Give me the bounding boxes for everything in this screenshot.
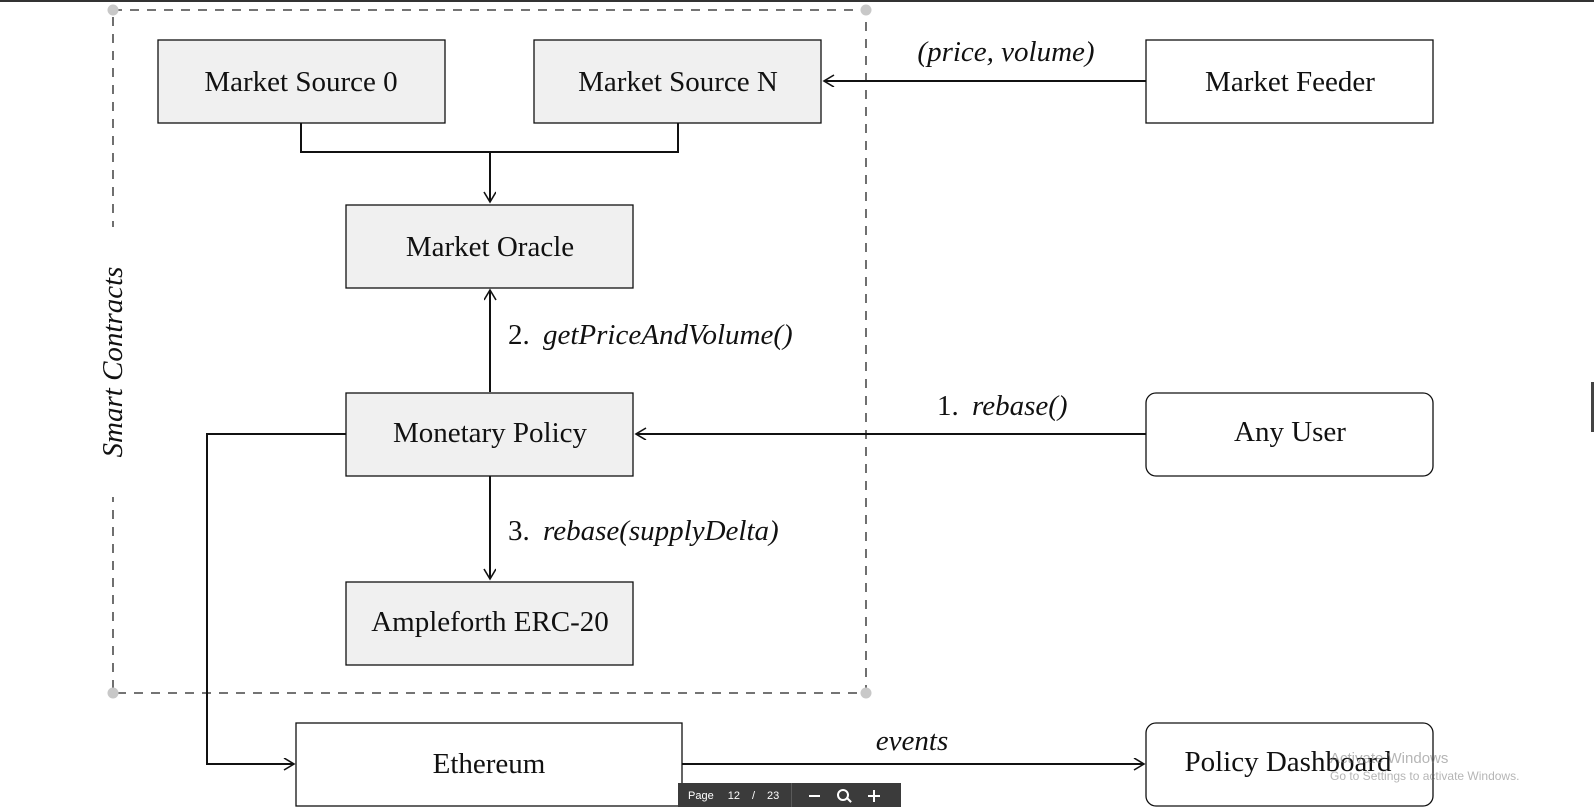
node-monetary-policy[interactable]: Monetary Policy [345,392,634,477]
node-ampleforth-erc20[interactable]: Ampleforth ERC-20 [345,581,634,666]
total-pages: 23 [767,790,780,802]
ethereum-label: Ethereum [433,748,546,780]
smart-contracts-boundary [112,9,867,694]
edges [206,81,1146,764]
zoom-out-button[interactable] [802,783,826,807]
group-label-mask [90,227,132,497]
page-separator: / [751,790,756,802]
zoom-fit-button[interactable] [832,783,856,807]
events-label: events [876,725,948,757]
node-market-source-n[interactable]: Market Source N [533,39,822,124]
smart-contracts-group: Smart Contracts [90,4,872,699]
zoom-in-button[interactable] [862,783,886,807]
group-handle-top-right[interactable] [860,4,872,16]
step1-number: 1. [937,390,959,422]
any-user-label: Any User [1234,416,1346,448]
minus-icon [808,795,820,797]
market-oracle-label: Market Oracle [406,231,574,263]
smart-contracts-label: Smart Contracts [97,267,129,458]
step3-label: 3. rebase(supplyDelta) [508,515,779,547]
scrollbar-thumb[interactable] [1591,382,1594,432]
step2-number: 2. [508,319,530,351]
node-market-feeder[interactable]: Market Feeder [1145,39,1434,124]
step1-call: rebase() [972,390,1068,422]
feeder-edge-label: (price, volume) [917,36,1094,68]
node-ethereum[interactable]: Ethereum [295,722,683,807]
node-policy-dashboard[interactable]: Policy Dashboard [1145,722,1434,807]
edge-labels: (price, volume) 1. rebase() 2. getPriceA… [508,36,1095,757]
group-handle-bottom-right[interactable] [860,687,872,699]
page-label: Page [688,790,714,802]
edge-policy-to-ethereum [206,433,346,764]
market-feeder-label: Market Feeder [1205,66,1375,98]
group-handle-top-left[interactable] [107,4,119,16]
step3-number: 3. [508,515,530,547]
step3-call: rebase(supplyDelta) [543,515,779,547]
monetary-policy-label: Monetary Policy [393,417,588,449]
edge-sources-merge [300,123,679,153]
step2-call: getPriceAndVolume() [543,319,793,351]
step1-label: 1. rebase() [937,390,1068,422]
current-page-input[interactable]: 12 [727,790,740,802]
toolbar-divider [791,783,793,807]
step2-label: 2. getPriceAndVolume() [508,319,793,351]
plus-icon [868,790,881,802]
node-market-oracle[interactable]: Market Oracle [345,204,634,289]
policy-dashboard-label: Policy Dashboard [1185,746,1392,778]
ampleforth-erc20-label: Ampleforth ERC-20 [371,606,609,638]
node-any-user[interactable]: Any User [1145,392,1434,477]
group-handle-bottom-left[interactable] [107,687,119,699]
market-source-n-label: Market Source N [578,66,778,98]
magnifier-icon [837,789,853,803]
page-toolbar: Page 12 / 23 [678,783,901,807]
market-source-0-label: Market Source 0 [204,66,397,98]
node-market-source-0[interactable]: Market Source 0 [157,39,446,124]
